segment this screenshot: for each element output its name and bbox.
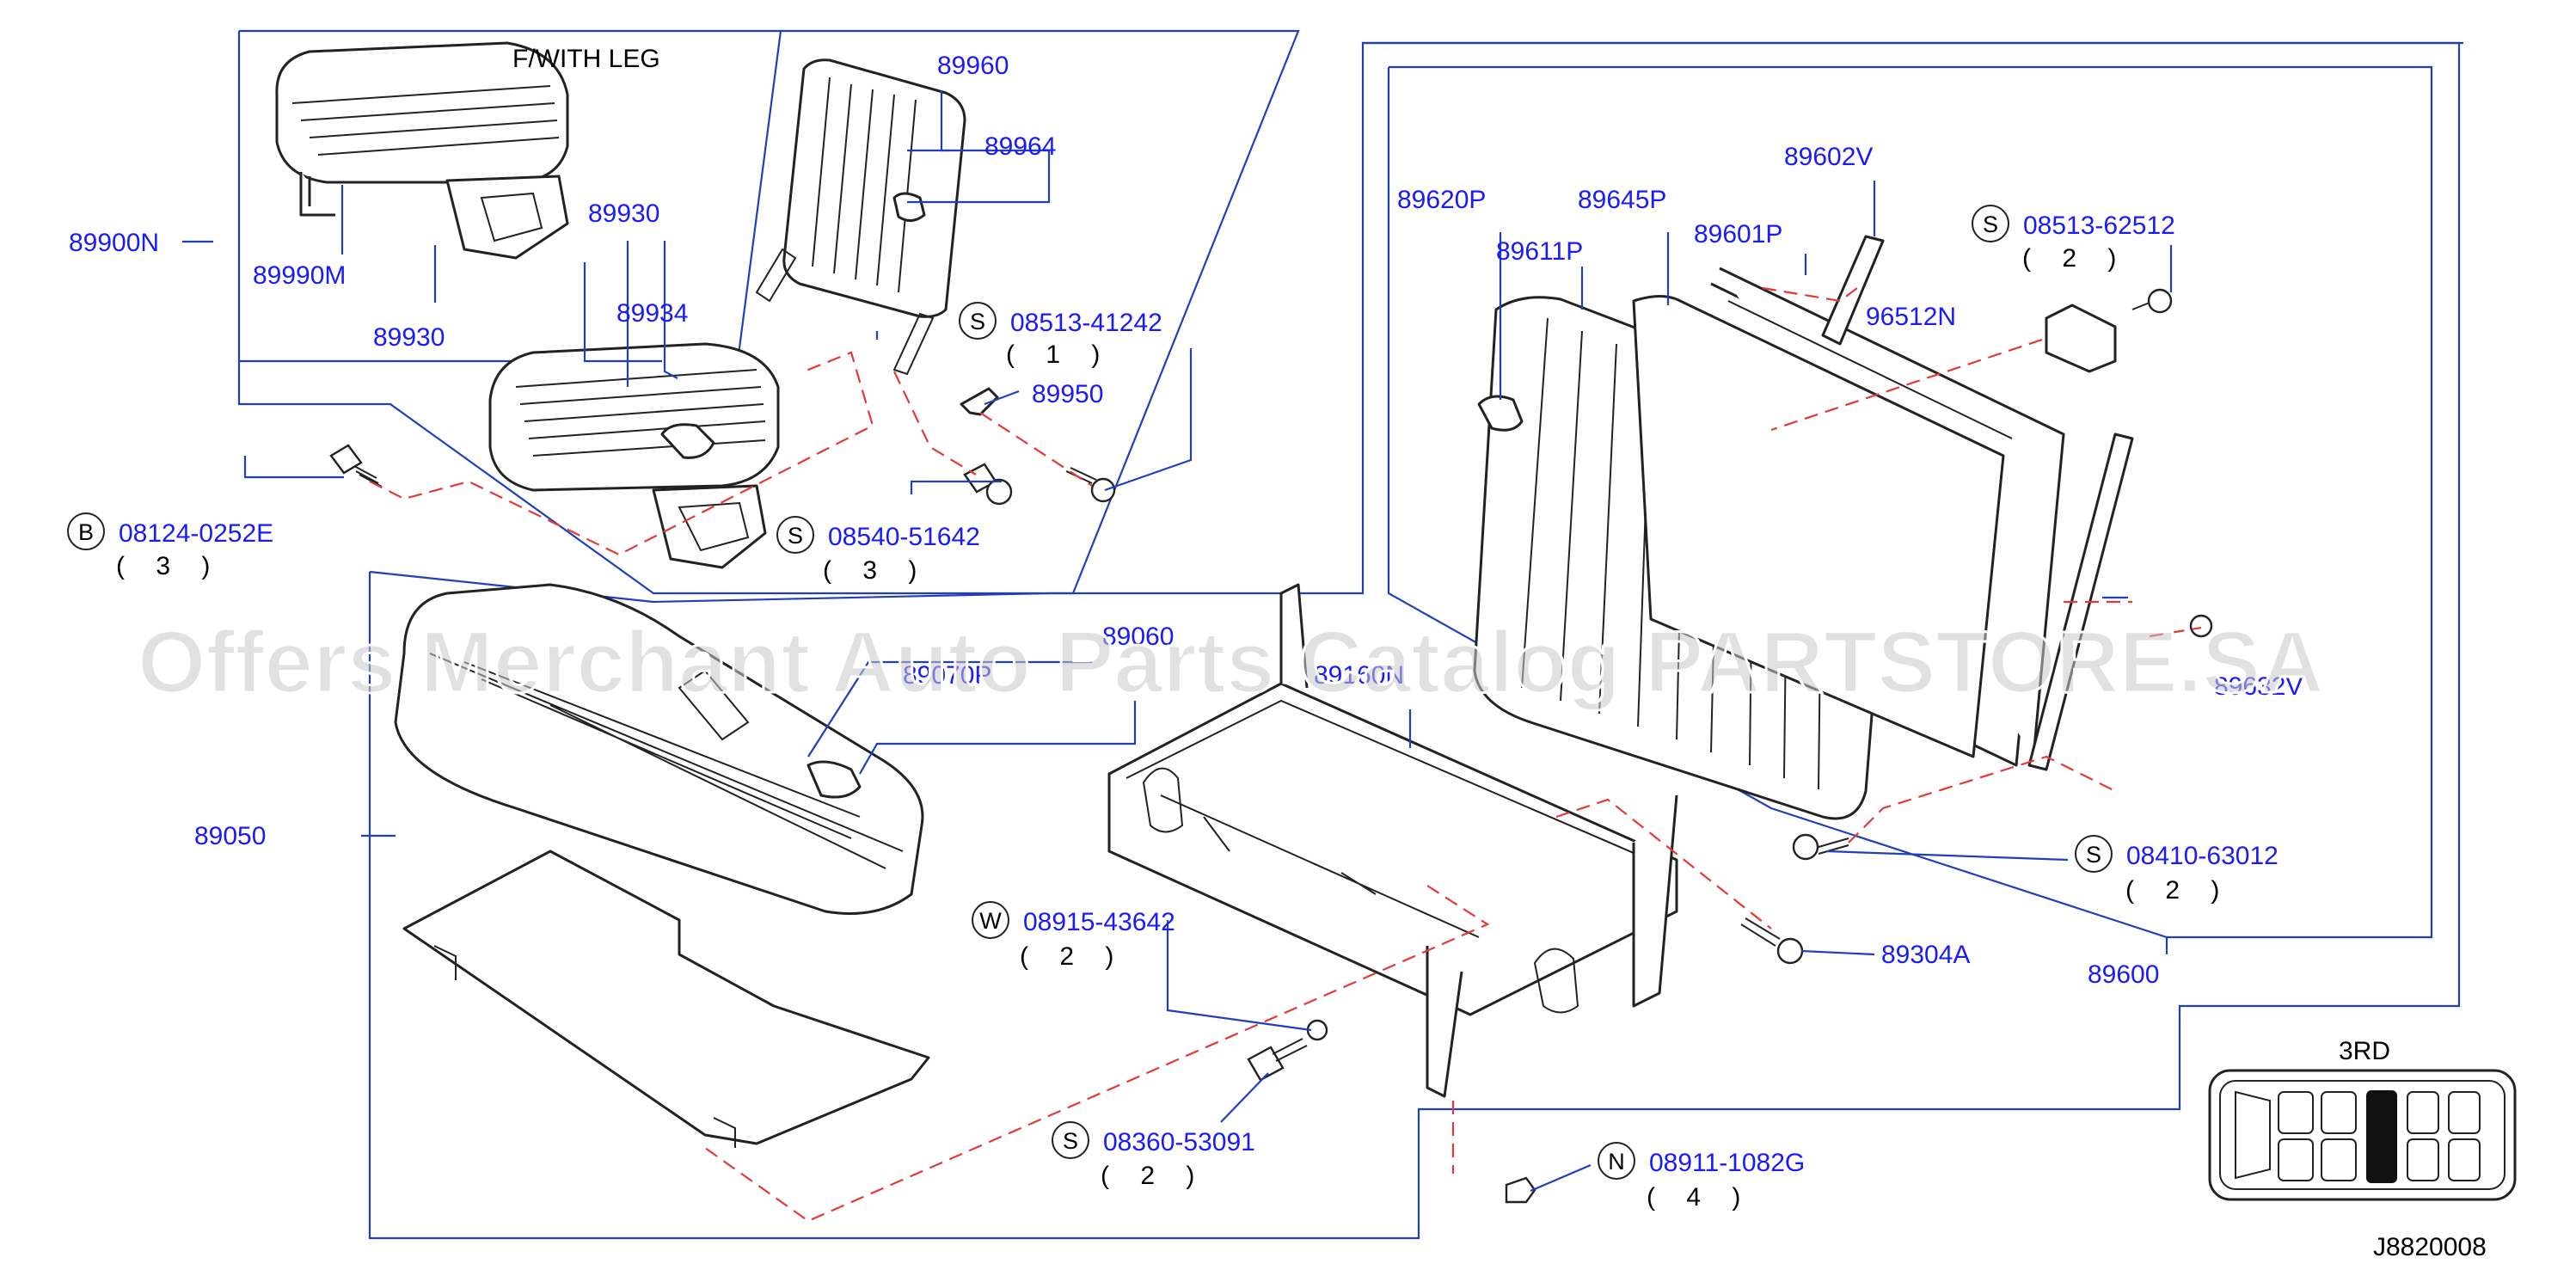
seat-cushion-89060 [394, 583, 924, 915]
seat-frame-89160N [1107, 583, 1678, 1098]
dash-line-tl-2 [893, 371, 977, 475]
bolt-89632V [2189, 614, 2213, 638]
bracket-89950 [960, 387, 999, 416]
callout-prefix-s2: S [788, 523, 803, 549]
part-label-89934[interactable]: 89934 [616, 299, 688, 328]
armrest-cushion [275, 41, 569, 260]
part-label-89930-b[interactable]: 89930 [588, 199, 659, 228]
part-label-89602V[interactable]: 89602V [1784, 143, 1873, 171]
callout-qty-s3: ( 2 ) [2022, 244, 2128, 273]
part-label-89611P[interactable]: 89611P [1496, 237, 1583, 266]
watermark: Offers Merchant Auto Parts Catalog PARTS… [138, 613, 2324, 711]
diagram-code: J8820008 [2373, 1233, 2487, 1261]
callout-part-s3[interactable]: 08513-62512 [2023, 212, 2175, 240]
part-label-96512N[interactable]: 96512N [1866, 303, 1956, 331]
callout-prefix-s3: S [1983, 212, 1998, 237]
part-label-89304A[interactable]: 89304A [1881, 941, 1970, 969]
callout-part-w1[interactable]: 08915-43642 [1023, 908, 1175, 936]
bolt-08124-0252E [329, 444, 383, 488]
bolt-89304A [1740, 917, 1804, 965]
dash-line-right-1 [1762, 286, 1858, 303]
part-label-89060[interactable]: 89060 [1102, 623, 1174, 651]
callout-part-s2[interactable]: 08540-51642 [828, 523, 980, 551]
clip-96512N [2045, 304, 2117, 373]
callout-prefix-b1: B [78, 519, 94, 545]
callout-prefix-s4: S [2086, 842, 2101, 868]
callout-qty-s4: ( 2 ) [2125, 876, 2231, 905]
bolt-08513-62512 [2131, 288, 2173, 314]
part-label-89620P[interactable]: 89620P [1397, 186, 1486, 214]
part-label-89960[interactable]: 89960 [937, 52, 1009, 80]
part-label-89600[interactable]: 89600 [2088, 960, 2159, 989]
part-label-89601P[interactable]: 89601P [1694, 220, 1782, 248]
bolt-08513-41242 [1065, 467, 1116, 503]
leader-lines [182, 90, 2173, 1193]
part-label-89632V[interactable]: 89632V [2214, 672, 2303, 701]
part-label-89160N[interactable]: 89160N [1314, 661, 1404, 690]
callout-qty-s5: ( 2 ) [1101, 1162, 1206, 1190]
dash-line-tl-1 [369, 351, 874, 556]
group-frame-89050 [368, 41, 2461, 1240]
part-label-89900N[interactable]: 89900N [69, 229, 159, 257]
group-frame-89900N-outer [237, 29, 1300, 595]
part-label-89930-a[interactable]: 89930 [373, 323, 445, 352]
dash-line-bottom-3 [1555, 798, 1772, 929]
seat-cushion-89930 [488, 342, 780, 569]
callout-part-s4[interactable]: 08410-63012 [2126, 842, 2279, 870]
bolt-08360-53091 [1247, 1038, 1308, 1082]
seat-board-89050 [402, 850, 930, 1148]
part-label-89950[interactable]: 89950 [1032, 380, 1103, 408]
part-label-89070P[interactable]: 89070P [903, 661, 991, 690]
dash-line-right-5 [2149, 626, 2202, 638]
part-label-89964[interactable]: 89964 [984, 132, 1056, 161]
header-label: F/WITH LEG [512, 45, 660, 73]
callout-prefix-s1: S [970, 309, 985, 334]
inset-label: 3RD [2339, 1037, 2390, 1065]
dash-line-tl-3 [979, 412, 1093, 487]
callout-qty-w1: ( 2 ) [1020, 942, 1125, 971]
panel-89632V [2027, 432, 2134, 771]
dash-line-right-4 [1848, 755, 2116, 844]
callout-prefix-w1: W [979, 908, 1002, 934]
bolt-08410-63012 [1792, 833, 1849, 861]
callout-qty-s1: ( 1 ) [1006, 340, 1112, 369]
part-label-89050[interactable]: 89050 [194, 822, 266, 850]
callout-part-b1[interactable]: 08124-0252E [119, 519, 273, 548]
callout-qty-b1: ( 3 ) [116, 552, 222, 580]
part-label-89990M[interactable]: 89990M [253, 261, 346, 290]
callout-part-s5[interactable]: 08360-53091 [1103, 1128, 1255, 1156]
dash-line-right-2 [1770, 338, 2043, 432]
nut-08911-1082G [1505, 1176, 1536, 1204]
callout-part-s1[interactable]: 08513-41242 [1010, 309, 1162, 337]
callout-qty-s2: ( 3 ) [823, 556, 929, 585]
dash-line-bottom-1 [704, 885, 1490, 1223]
callout-qty-n1: ( 4 ) [1647, 1183, 1752, 1212]
callout-part-n1[interactable]: 08911-1082G [1649, 1149, 1805, 1177]
callout-circles [67, 205, 2113, 1180]
bolt-08540-51642 [963, 463, 1013, 506]
part-label-89645P[interactable]: 89645P [1578, 186, 1666, 214]
seat-back-89960 [755, 58, 966, 376]
callout-prefix-s5: S [1063, 1128, 1078, 1154]
callout-prefix-n1: N [1608, 1149, 1625, 1175]
seat-row-inset [2208, 1069, 2517, 1201]
highlighted-3rd-row [2366, 1090, 2397, 1183]
